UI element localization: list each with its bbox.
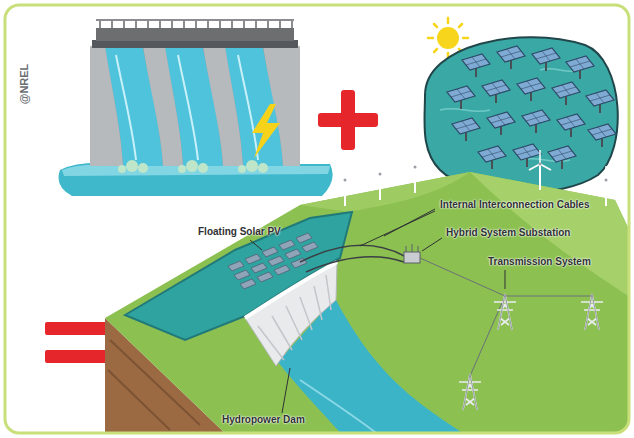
part-label: Hydropower Dam: [222, 414, 305, 426]
part-label: Internal Interconnection Cables: [440, 199, 589, 211]
part-label: Floating Solar PV: [198, 226, 281, 238]
watermark: @NREL: [18, 64, 30, 105]
part-label: Hybrid System Substation: [446, 227, 570, 239]
part-label: Transmission System: [488, 256, 591, 268]
